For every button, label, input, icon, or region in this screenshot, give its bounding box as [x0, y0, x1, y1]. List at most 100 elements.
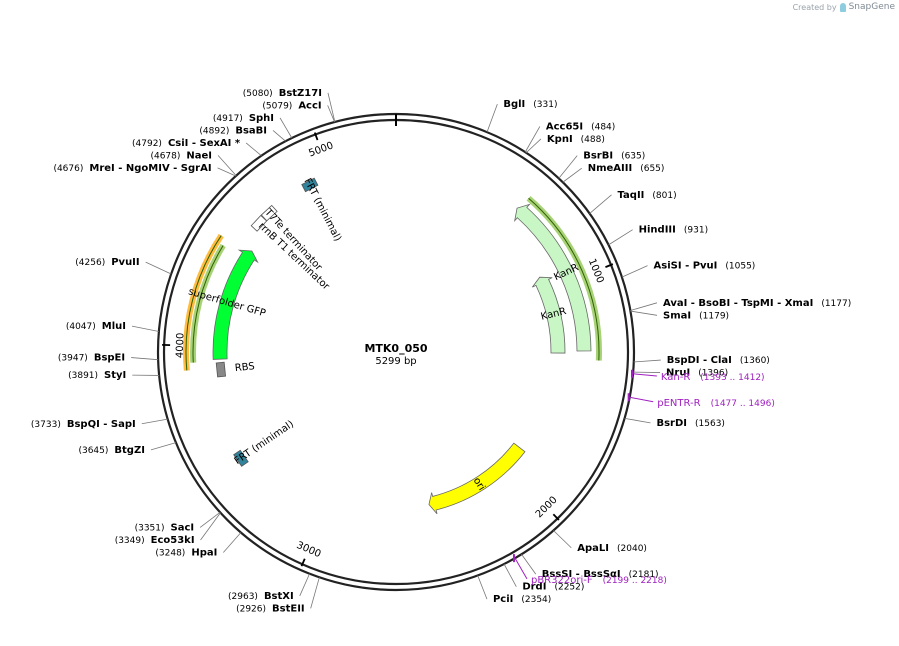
site-position: (801) [652, 191, 676, 201]
restriction-site[interactable]: TaqII (801) [589, 190, 677, 214]
restriction-site[interactable]: BsrDI(1563) [624, 418, 725, 429]
feature-band-line [192, 245, 224, 363]
restriction-site[interactable]: (4256) PvuII [75, 257, 172, 275]
site-position: (3349) [115, 536, 145, 546]
ruler-tick-label: 4000 [175, 333, 187, 359]
feature-frt-minimal-[interactable]: FRT (minimal) [233, 419, 296, 467]
restriction-site[interactable]: PciI(2354) [477, 575, 552, 606]
credit-prefix: Created by [792, 2, 837, 12]
restriction-site[interactable]: BsrBI(635) [558, 151, 646, 179]
ruler-tick-label: 5000 [307, 140, 335, 159]
site-name: AvaI - BsoBI - TspMI - XmaI [663, 298, 813, 309]
svg-text:BsrDI(1563): BsrDI(1563) [656, 418, 724, 429]
plasmid-center-label: MTK0_050 5299 bp [364, 342, 427, 367]
svg-text:SmaI(1179): SmaI(1179) [663, 310, 729, 321]
feature-ori[interactable]: ori [428, 442, 526, 515]
feature-kanr[interactable]: KanR [514, 203, 592, 352]
restriction-site[interactable]: (2963)BstXI [228, 573, 310, 602]
restriction-site[interactable]: AsiSI - PvuI(1055) [621, 261, 756, 278]
site-name: MluI [102, 321, 126, 332]
restriction-site[interactable]: AvaI - BsoBI - TspMI - XmaI(1177) [630, 298, 851, 311]
svg-text:(2926)BstEII: (2926)BstEII [236, 603, 305, 614]
feature-frt-minimal-[interactable]: FRT (minimal) [301, 177, 343, 244]
ruler-tick: 2000 [534, 495, 560, 521]
feature-rrnb-t1-terminator[interactable]: rrnB T1 terminator [250, 214, 332, 293]
feature-rbs[interactable]: RBS [215, 361, 255, 378]
site-position: (1055) [725, 262, 755, 272]
site-name: SmaI [663, 310, 691, 321]
restriction-site[interactable]: (3645)BtgZI [78, 442, 177, 456]
primer-range: (1393 .. 1412) [700, 373, 764, 383]
restriction-site[interactable]: (5080)BstZ17I [243, 88, 336, 123]
site-position: (488) [581, 135, 605, 145]
site-name: NaeI [186, 150, 212, 161]
site-name: CsiI - SexAI * [168, 138, 241, 149]
restriction-site[interactable]: (3733)BspQI - SapI [31, 418, 168, 430]
feature-kanr[interactable]: KanR [532, 276, 567, 354]
svg-text:HindIII(931): HindIII(931) [639, 225, 708, 236]
ruler-tick-label: 3000 [295, 540, 323, 560]
site-position: (4917) [213, 114, 243, 124]
restriction-site[interactable]: (4892)BsaBI [199, 125, 286, 142]
restriction-site[interactable]: (3248)HpaI [155, 532, 242, 559]
restriction-site[interactable]: NmeAIII(655) [562, 163, 665, 183]
svg-text:NmeAIII(655): NmeAIII(655) [588, 163, 665, 174]
site-position: (3248) [155, 548, 185, 558]
svg-text:(4917)SphI: (4917) SphI [213, 113, 274, 124]
restriction-site[interactable]: (5079)AccI [262, 100, 335, 123]
primer-pentr-r[interactable]: pENTR-R(1477 .. 1496) [627, 393, 775, 409]
restriction-site[interactable]: ApaLI(2040) [553, 530, 647, 554]
site-name: SphI [249, 113, 274, 124]
restriction-site[interactable]: (4678)NaeI [150, 150, 237, 176]
site-name: HindIII [639, 225, 676, 236]
primer-range: (1477 .. 1496) [711, 399, 775, 409]
svg-text:(5080)BstZ17I: (5080)BstZ17I [243, 88, 322, 99]
restriction-site[interactable]: BssSI - BssSαI(2181) [521, 553, 659, 580]
site-position: (4256) [75, 258, 105, 268]
restriction-site[interactable]: (3351)SacI [135, 511, 221, 533]
feature-label: FRT (minimal) [301, 177, 343, 244]
site-position: (2252) [554, 583, 584, 593]
svg-text:(4792)CsiI - SexAI *: (4792)CsiI - SexAI * [132, 138, 241, 149]
restriction-site[interactable]: HindIII(931) [608, 225, 709, 246]
restriction-site[interactable]: (4917) SphI [213, 113, 293, 139]
restriction-site[interactable]: (4792)CsiI - SexAI * [132, 138, 262, 157]
restriction-site[interactable]: (4047)MluI [66, 321, 159, 332]
site-name: Eco53kI [151, 535, 195, 546]
site-name: SacI [171, 522, 195, 533]
restriction-site[interactable]: (2926)BstEII [236, 577, 320, 614]
site-name: BsrDI [656, 418, 687, 429]
site-name: AccI [298, 100, 321, 111]
restriction-site[interactable]: (3349) Eco53kI [115, 512, 221, 546]
site-name: TaqII [618, 190, 645, 201]
restriction-site[interactable]: Acc65I(484) [524, 121, 615, 153]
restriction-site[interactable]: DrdI(2252) [503, 563, 584, 593]
site-name: NmeAIII [588, 163, 632, 174]
svg-text:BspDI - ClaI(1360): BspDI - ClaI(1360) [667, 355, 770, 366]
primer-name: Kan-R [661, 372, 690, 383]
restriction-site[interactable]: (4676)MreI - NgoMIV - SgrAI [53, 163, 236, 177]
site-name: PvuII [111, 257, 139, 268]
restriction-site[interactable]: KpnI(488) [525, 134, 605, 154]
restriction-site[interactable]: BspDI - ClaI(1360) [633, 355, 770, 366]
restriction-site[interactable]: NruI(1396) [633, 368, 728, 379]
svg-text:pENTR-R(1477 .. 1496): pENTR-R(1477 .. 1496) [657, 398, 775, 409]
svg-text:(4047)MluI: (4047)MluI [66, 321, 126, 332]
primer-kan-r[interactable]: Kan-R (1393 .. 1412) [631, 369, 765, 383]
site-position: (1396) [698, 369, 728, 379]
restriction-site[interactable]: (3891)StyI [68, 370, 160, 381]
restriction-site[interactable]: BglI(331) [486, 99, 557, 133]
site-position: (2963) [228, 592, 258, 602]
restriction-site[interactable]: SmaI(1179) [630, 310, 729, 321]
svg-text:AsiSI - PvuI(1055): AsiSI - PvuI(1055) [654, 261, 756, 272]
primer-pbr322ori-f[interactable]: pBR322ori-F(2199 .. 2218) [512, 554, 667, 586]
svg-text:BssSI - BssSαI(2181): BssSI - BssSαI(2181) [542, 569, 659, 580]
restriction-site[interactable]: (3947)BspEI [58, 353, 159, 364]
svg-text:BsrBI(635): BsrBI(635) [583, 151, 645, 162]
site-name: BsaBI [235, 125, 267, 136]
site-position: (2354) [521, 595, 551, 605]
site-name: StyI [104, 370, 126, 381]
site-position: (2926) [236, 604, 266, 614]
site-position: (484) [591, 122, 615, 132]
